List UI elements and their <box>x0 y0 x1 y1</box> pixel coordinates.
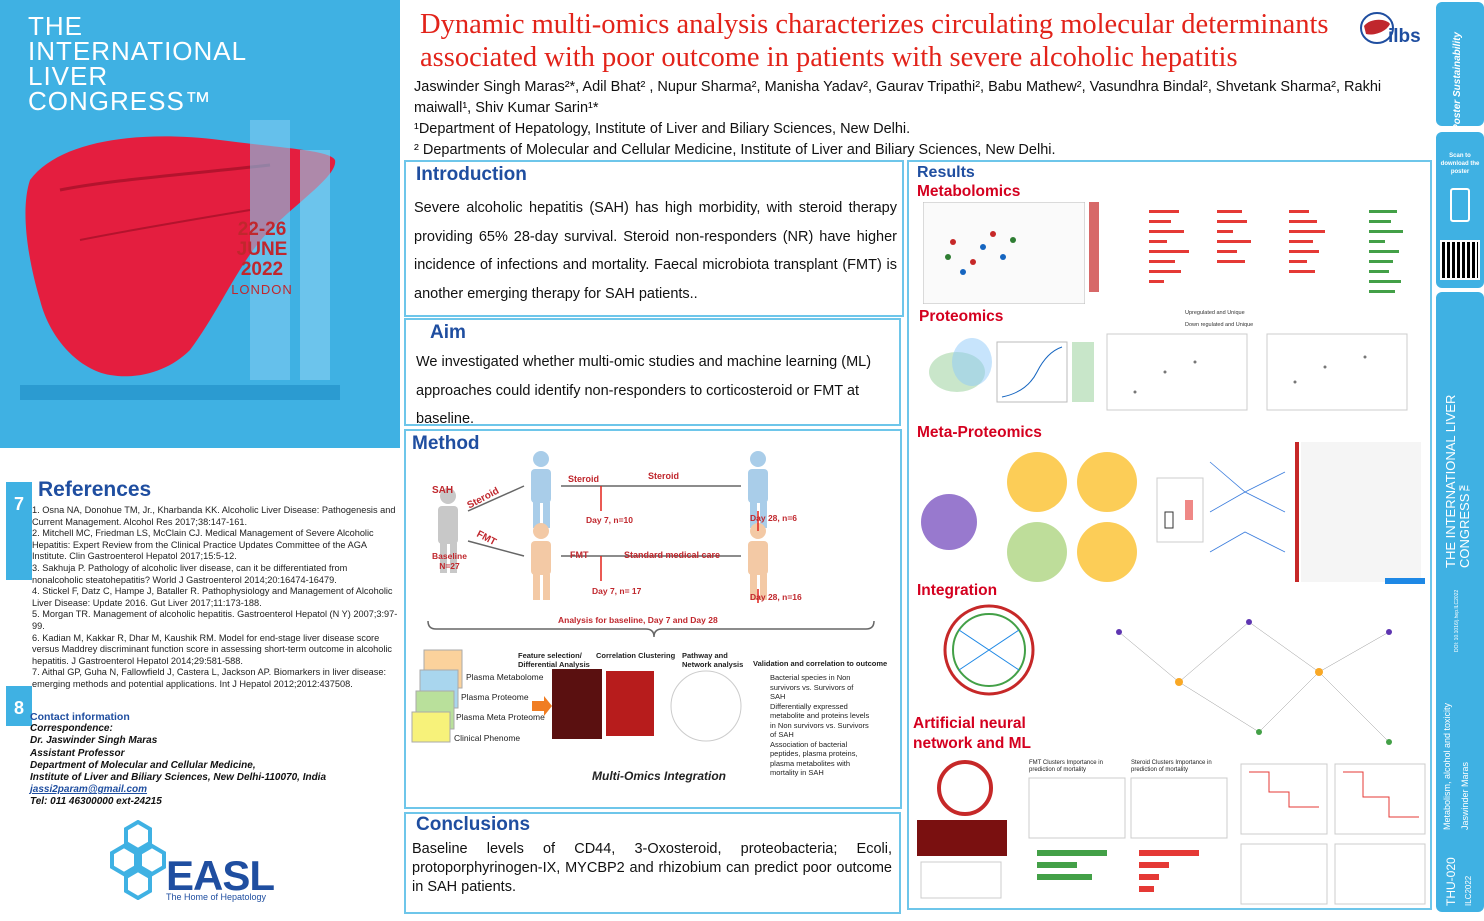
reference-item: 7. Aithal GP, Guha N, Fallowfield J, Cas… <box>32 667 387 689</box>
steroid-clusters-label: Steroid Clusters Importance in predictio… <box>1131 760 1212 773</box>
introduction-section: Introduction Severe alcoholic hepatitis … <box>404 160 904 317</box>
upregulated-legend: Upregulated and Unique <box>1185 310 1245 316</box>
integration-circos-plot <box>943 604 1035 696</box>
phone-icon <box>1450 188 1470 222</box>
heatmap-thumbnail <box>552 669 602 739</box>
sah-patient-figure <box>438 488 458 573</box>
contact-info: Contact information Correspondence: Dr. … <box>30 711 390 809</box>
poster-title: Dynamic multi-omics analysis characteriz… <box>420 9 1329 73</box>
proteomics-heading: Proteomics <box>919 308 1004 325</box>
contact-number: 8 <box>6 686 32 726</box>
ilbs-logo: ilbs <box>1360 10 1432 50</box>
easl-tagline: The Home of Hepatology <box>166 892 267 902</box>
ilbs-liver-icon <box>1360 12 1394 44</box>
method-arrows <box>427 485 875 638</box>
results-section: Results Metabolomics Proteomics Upregula… <box>907 160 1432 910</box>
downregulated-legend: Down regulated and Unique <box>1185 322 1254 328</box>
left-panel: THE INTERNATIONAL LIVER CONGRESS™ 22-26 … <box>0 0 400 921</box>
download-poster-panel[interactable]: Scan to download the poster <box>1436 132 1484 288</box>
aim-section: Aim We investigated whether multi-omic s… <box>404 318 901 427</box>
conclusions-section: Conclusions Baseline levels of CD44, 3-O… <box>404 812 901 914</box>
method-study-design-diagram <box>411 451 875 743</box>
reference-item: 3. Sakhuja P. Pathology of alcoholic liv… <box>32 562 348 585</box>
meta-proteomics-tree <box>1209 442 1425 584</box>
congress-info-strip: THE INTERNATIONAL LIVER CONGRESS™ DOI: 1… <box>1436 292 1484 912</box>
author-block: Jaswinder Singh Maras²*, Adil Bhat² , Nu… <box>414 77 1424 161</box>
ann-ml-heading: Artificial neural network and ML <box>913 715 1031 752</box>
meta-proteomics-heading: Meta-Proteomics <box>917 424 1042 441</box>
multi-omics-caption: Multi-Omics Integration <box>592 769 727 783</box>
reference-item: 2. Mitchell MC, Friedman LS, McClain CJ.… <box>32 528 374 562</box>
ann-circos-and-heatmap <box>917 760 1007 899</box>
poster-sustainability-badge: Poster Sustainability <box>1436 2 1484 131</box>
affiliation-1: ¹Department of Hepatology, Institute of … <box>414 121 911 137</box>
right-sidebar: Poster Sustainability Scan to download t… <box>1436 0 1484 921</box>
reference-item: 4. Stickel F, Datz C, Hampe J, Bataller … <box>32 586 393 608</box>
introduction-heading: Introduction <box>416 164 527 185</box>
reference-item: 6. Kadian M, Kakkar R, Dhar M, Kaushik R… <box>32 632 392 666</box>
qr-code[interactable] <box>1440 240 1480 280</box>
steroid-patient-figure <box>531 451 551 528</box>
references-list: 1. Osna NA, Donohue TM, Jr., Kharbanda K… <box>32 505 400 691</box>
conclusions-text: Baseline levels of CD44, 3-Oxosteroid, p… <box>412 841 892 895</box>
easl-hexagon-logo <box>110 820 166 900</box>
congress-title: THE INTERNATIONAL LIVER CONGRESS™ <box>28 11 248 116</box>
method-heading: Method <box>412 433 480 454</box>
conclusions-heading: Conclusions <box>416 814 531 835</box>
authors: Jaswinder Singh Maras²*, Adil Bhat² , Nu… <box>414 79 1382 116</box>
aim-text: We investigated whether multi-omic studi… <box>416 354 872 427</box>
proteomics-volcano-plots <box>1106 333 1408 411</box>
ann-importance-charts <box>1028 777 1228 892</box>
clustering-thumbnail <box>606 671 654 736</box>
easl-logo-text: EASL <box>166 852 275 899</box>
references-number: 7 <box>6 482 32 580</box>
fmt-day28-figure <box>748 523 768 600</box>
metabolomics-heading: Metabolomics <box>917 183 1021 200</box>
reference-item: 1. Osna NA, Donohue TM, Jr., Kharbanda K… <box>32 505 396 527</box>
fmt-clusters-label: FMT Clusters Importance in prediction of… <box>1029 760 1103 773</box>
network-thumbnail <box>670 670 742 742</box>
introduction-text: Severe alcoholic hepatitis (SAH) has hig… <box>414 200 897 302</box>
steroid-day28-figure <box>748 451 768 528</box>
metabolomics-pca-plot <box>923 202 1085 304</box>
contact-heading: Contact information <box>30 711 130 723</box>
integration-network <box>1116 619 1392 745</box>
integration-heading: Integration <box>917 582 998 599</box>
survival-curves <box>1240 763 1426 905</box>
metabolomics-bar-charts <box>1089 202 1403 293</box>
meta-proteomics-sunburst <box>921 452 1204 582</box>
results-heading: Results <box>917 164 975 181</box>
email-link[interactable]: jassi2param@gmail.com <box>30 784 148 796</box>
references-heading: References <box>38 478 152 501</box>
fmt-patient-figure <box>531 523 551 600</box>
liver-illustration <box>20 120 340 400</box>
telephone: Tel: 011 46300000 ext-24215 <box>30 796 162 808</box>
reference-item: 5. Morgan TR. Management of alcoholic he… <box>32 609 398 631</box>
affiliation-2: ² Departments of Molecular and Cellular … <box>414 142 1056 158</box>
aim-heading: Aim <box>430 322 466 343</box>
congress-dates: 22-26 JUNE 2022 LONDON <box>231 219 293 298</box>
proteomics-pca-plot <box>929 338 1094 403</box>
congress-banner: THE INTERNATIONAL LIVER CONGRESS™ 22-26 … <box>0 0 400 448</box>
